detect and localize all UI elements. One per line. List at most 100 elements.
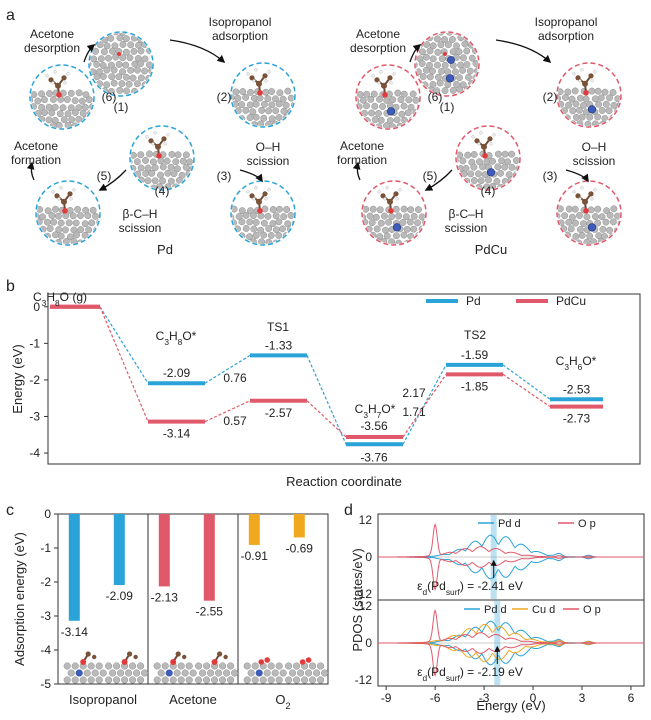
value-label-pd: -1.59 (461, 348, 489, 362)
surface-atom (174, 151, 182, 159)
surface-atom (181, 669, 189, 677)
annotation-desorption: Acetone (30, 27, 74, 41)
surface-atom (92, 212, 99, 220)
surface-atom (561, 212, 569, 220)
value-label-pd: -2.53 (563, 382, 591, 396)
cycle-state-3 (230, 180, 296, 246)
surface-atom (174, 165, 181, 173)
surface-atom (38, 103, 46, 111)
surface-atom (90, 60, 92, 68)
surface-atom (121, 676, 129, 684)
y-tick-label: 12 (359, 513, 373, 527)
surface-atom (127, 66, 135, 74)
surface-atom (51, 103, 59, 111)
surface-atom (580, 220, 588, 228)
surface-atom (179, 157, 187, 165)
surface-atom (119, 68, 127, 76)
c-atom (67, 191, 73, 197)
surface-atom (52, 231, 59, 239)
surface-atom (479, 163, 487, 171)
surface-atom (223, 669, 231, 677)
state-circle (455, 125, 521, 191)
surface-atom (90, 35, 93, 42)
surface-atom (465, 73, 472, 81)
surface-atom (275, 114, 283, 121)
surface-atom (50, 218, 58, 226)
surface-atom (148, 169, 156, 177)
h-atom (385, 186, 389, 190)
surface-atom (438, 55, 446, 63)
surface-atom (400, 231, 408, 239)
barrier-label: 0.76 (223, 371, 247, 385)
surface-atom (504, 158, 512, 166)
surface-atom (429, 42, 437, 50)
surface-atom (449, 151, 455, 157)
c-atom (588, 191, 594, 197)
surface-atom (429, 55, 437, 63)
surface-atom (108, 47, 116, 55)
surface-atom (59, 104, 67, 112)
surface-atom (243, 662, 251, 670)
c-atom (575, 193, 581, 199)
c-atom (582, 198, 588, 205)
surface-atom (363, 238, 366, 244)
surface-atom (37, 225, 41, 233)
surface-atom (400, 102, 408, 110)
surface-atom (272, 107, 280, 115)
surface-atom (72, 219, 80, 227)
o-atom (257, 208, 263, 214)
surface-atom (463, 47, 471, 55)
surface-atom (357, 108, 359, 116)
surface-atom (449, 48, 457, 56)
surface-atom (357, 116, 364, 124)
surface-atom (169, 676, 177, 684)
annotation-oh-scission: scission (247, 154, 290, 168)
surface-atom (605, 107, 613, 115)
o-atom (211, 659, 218, 665)
surface-atom (122, 48, 130, 56)
surface-atom (456, 74, 463, 82)
surface-atom (434, 61, 441, 69)
surface-atom (594, 205, 602, 213)
surface-atom (568, 213, 576, 221)
surface-atom (142, 33, 150, 35)
surface-atom (91, 239, 99, 244)
surface-atom (195, 676, 203, 684)
surface-atom (594, 219, 602, 227)
surface-atom (115, 60, 123, 68)
surface-atom (426, 61, 433, 69)
surface-atom (383, 96, 391, 104)
surface-atom (558, 212, 561, 220)
step-number-5: (5) (423, 169, 438, 183)
surface-atom (82, 41, 88, 47)
surface-atom (601, 88, 609, 96)
surface-atom (414, 219, 422, 227)
surface-atom (168, 150, 176, 158)
cycle-arrow (169, 39, 226, 64)
surface-atom (614, 95, 620, 103)
surface-atom (118, 80, 126, 88)
c-atom (249, 75, 255, 81)
h-atom (252, 79, 256, 83)
surface-atom (173, 669, 181, 677)
surface-atom (167, 163, 175, 171)
surface-atom (426, 47, 434, 55)
c-atom (54, 193, 60, 199)
surface-atom (91, 669, 99, 677)
surface-atom (113, 662, 121, 670)
state-circle (556, 62, 622, 128)
surface-atom (71, 662, 79, 670)
surface-atom (371, 102, 379, 110)
surface-atom (131, 183, 133, 189)
surface-atom (388, 238, 396, 244)
cycle-state-3 (556, 180, 622, 246)
series-pdcu (50, 304, 603, 439)
x-tick-label: -9 (381, 691, 392, 705)
cycle-arrow (409, 44, 422, 63)
cycle-arrow (98, 169, 127, 191)
panel-a-reaction-cycles: a(1)(2)(3)(4)(5)(6)AcetonedesorptionIsop… (6, 7, 622, 257)
legend-label: Cu d (532, 604, 555, 616)
surface-atom (252, 113, 260, 121)
surface-atom (477, 177, 485, 185)
